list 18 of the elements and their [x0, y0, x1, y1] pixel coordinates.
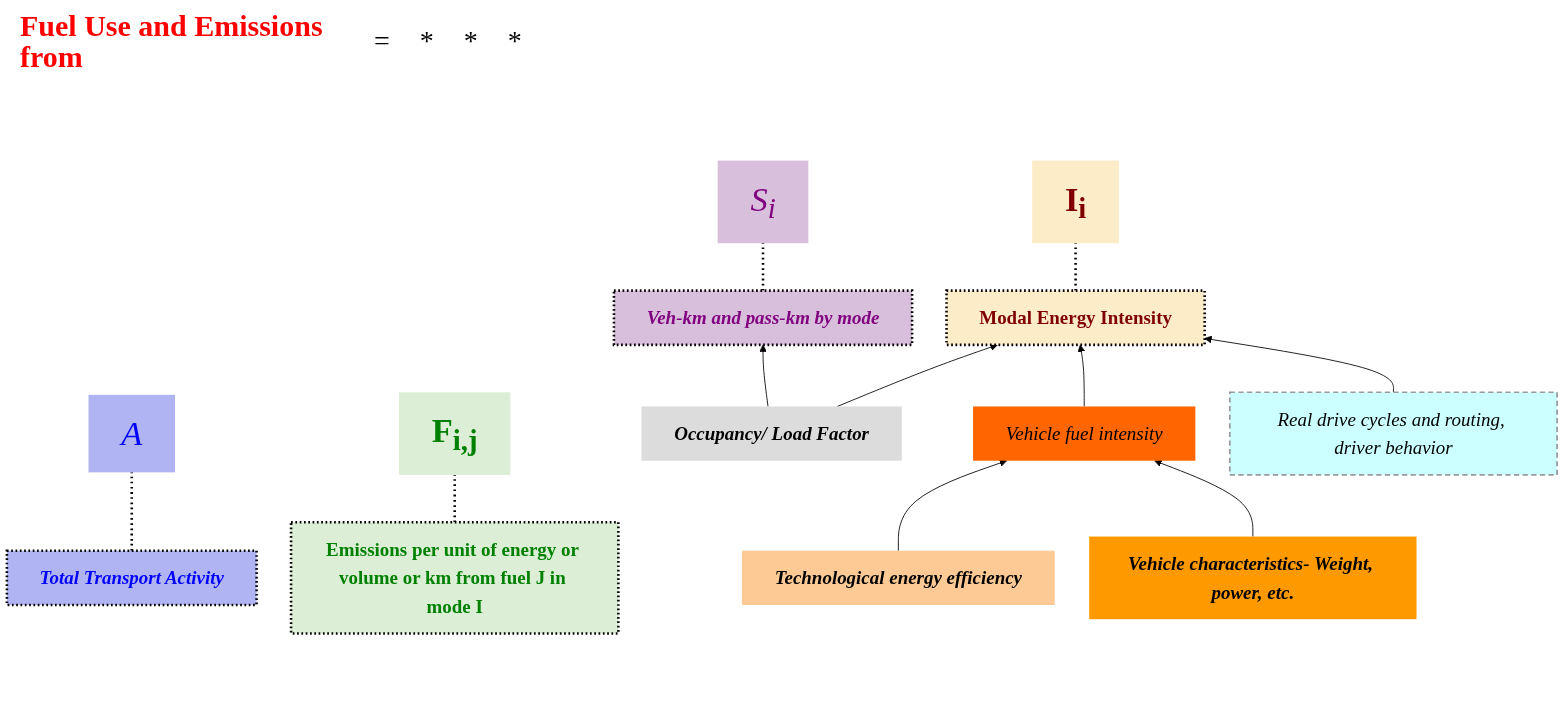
node-box: Real drive cycles and routing, driver behavior	[1228, 391, 1558, 476]
title: Fuel Use and Emissions from	[20, 9, 324, 73]
node-box: Occupancy/ Load Factor	[641, 406, 902, 461]
node-box: Modal Energy Intensity	[945, 289, 1206, 347]
operator-sign: *	[419, 25, 434, 57]
node-box: Veh-km and pass-km by mode	[612, 289, 914, 347]
operator-sign: *	[463, 25, 478, 57]
node-box: S$_{i}$	[717, 160, 809, 244]
operator-sign: *	[507, 25, 522, 57]
node-box: F$_{i,j}$	[399, 392, 511, 475]
operator-sign: =	[374, 25, 390, 57]
node-box: I$_{i}$	[1032, 160, 1119, 244]
node-box: Vehicle fuel intensity	[973, 406, 1196, 461]
node-box: Emissions per unit of energy or volume or km from fuel J in mode I	[289, 521, 620, 635]
node-box: Total Transport Activity	[5, 549, 258, 607]
node-box: Technological energy efficiency	[741, 550, 1055, 605]
node-box: Vehicle characteristics- Weight, power, etc.	[1089, 536, 1417, 620]
node-box: A	[88, 394, 175, 473]
